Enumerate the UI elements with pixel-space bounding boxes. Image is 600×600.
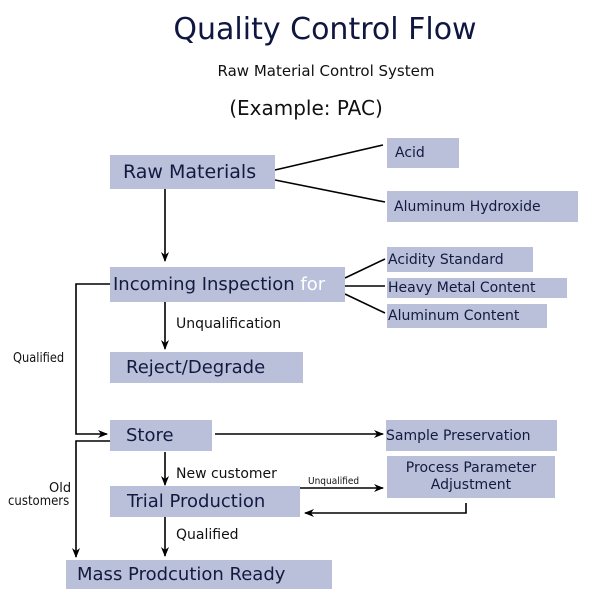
edge-label-old-customers-line2: customers bbox=[8, 494, 70, 509]
diagram-subtitle: Raw Material Control System bbox=[217, 62, 435, 80]
edge-raw-alhydroxide bbox=[274, 179, 386, 203]
node-sample-preservation-label: Sample Preservation bbox=[386, 427, 531, 444]
node-store-label: Store bbox=[126, 425, 174, 446]
edge-label-unqualified: Unqualified bbox=[308, 476, 360, 487]
node-aluminum-hydroxide: Aluminum Hydroxide bbox=[387, 191, 578, 222]
node-store: Store bbox=[110, 420, 212, 451]
node-incoming-for-label: for bbox=[300, 274, 326, 295]
edge-incoming-aluminum bbox=[344, 293, 386, 314]
node-raw-materials-label: Raw Materials bbox=[123, 161, 257, 183]
edge-label-old-customers-line1: Old bbox=[49, 481, 72, 496]
node-aluminum-content-label: Aluminum Content bbox=[388, 308, 520, 324]
edge-label-unqualification: Unqualification bbox=[176, 316, 282, 332]
node-sample-preservation: Sample Preservation bbox=[386, 420, 557, 451]
edge-label-new-customer: New customer bbox=[176, 466, 277, 482]
edge-incoming-acidity bbox=[344, 258, 386, 279]
node-reject-degrade-label: Reject/Degrade bbox=[126, 357, 266, 378]
node-mass-production-ready-label: Mass Prodcution Ready bbox=[77, 564, 286, 585]
node-acidity-standard: Acidity Standard bbox=[387, 247, 533, 272]
edge-store-mass bbox=[72, 440, 110, 558]
node-acidity-standard-label: Acidity Standard bbox=[388, 251, 504, 268]
node-process-adjustment-line1: Process Parameter bbox=[405, 460, 537, 476]
node-mass-production-ready: Mass Prodcution Ready bbox=[66, 560, 332, 589]
edge-label-qualified-left: Qualified bbox=[13, 351, 65, 366]
node-trial-production: Trial Production bbox=[110, 486, 300, 517]
node-aluminum-hydroxide-label: Aluminum Hydroxide bbox=[394, 198, 541, 215]
node-heavy-metal-content-label: Heavy Metal Content bbox=[388, 280, 536, 296]
edge-raw-acid bbox=[274, 144, 384, 171]
node-heavy-metal-content: Heavy Metal Content bbox=[387, 278, 567, 298]
node-acid: Acid bbox=[387, 138, 459, 168]
edge-incoming-store bbox=[75, 283, 110, 438]
node-process-adjustment-line2: Adjustment bbox=[430, 477, 512, 493]
diagram-example: (Example: PAC) bbox=[229, 96, 383, 120]
node-aluminum-content: Aluminum Content bbox=[387, 304, 547, 328]
node-incoming-inspection: Incoming Inspection for bbox=[110, 267, 345, 302]
edge-label-qualified-bottom: Qualified bbox=[176, 527, 239, 543]
node-reject-degrade: Reject/Degrade bbox=[110, 352, 303, 383]
edge-adjust-trial bbox=[304, 503, 467, 517]
node-incoming-inspection-label: Incoming Inspection bbox=[113, 274, 295, 295]
node-trial-production-label: Trial Production bbox=[127, 491, 266, 512]
diagram-title: Quality Control Flow bbox=[173, 12, 477, 47]
node-raw-materials: Raw Materials bbox=[110, 155, 275, 189]
node-acid-label: Acid bbox=[395, 145, 425, 161]
node-process-parameter-adjustment: Process Parameter Adjustment bbox=[387, 456, 555, 498]
